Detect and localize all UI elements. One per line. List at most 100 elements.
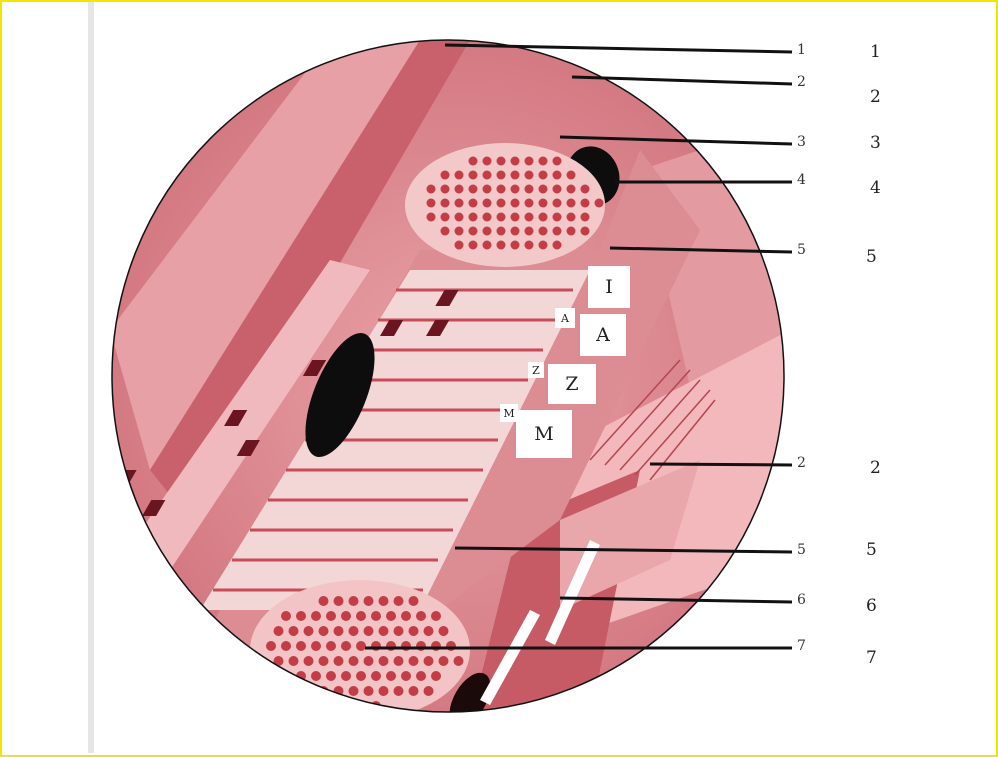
myofibril-dot bbox=[379, 596, 389, 606]
myofibril-dot bbox=[386, 611, 396, 621]
myofibril-dot bbox=[581, 199, 590, 208]
right-label-5: 5 bbox=[866, 247, 877, 267]
myofibril-dot bbox=[469, 157, 478, 166]
myofibril-dot bbox=[319, 656, 329, 666]
myofibril-dot bbox=[364, 596, 374, 606]
myofibril-dot bbox=[581, 213, 590, 222]
leader-label-5b: 5 bbox=[797, 542, 806, 558]
leader-label-7: 7 bbox=[797, 638, 806, 654]
myofibril-dot bbox=[334, 596, 344, 606]
myofibril-dot bbox=[431, 611, 441, 621]
myofibril-dot bbox=[525, 213, 534, 222]
myofibril-dot bbox=[441, 199, 450, 208]
myofibril-dot bbox=[266, 641, 276, 651]
myofibril-dot bbox=[553, 213, 562, 222]
myofibril-dot bbox=[326, 641, 336, 651]
myofibril-dot bbox=[539, 199, 548, 208]
myofibril-dot bbox=[497, 241, 506, 250]
myofibril-dot bbox=[511, 171, 520, 180]
myofibril-dot bbox=[539, 185, 548, 194]
myofibril-dot bbox=[364, 686, 374, 696]
myofibril-dot bbox=[455, 227, 464, 236]
myofibril-dot bbox=[441, 185, 450, 194]
myofibril-dot bbox=[511, 185, 520, 194]
myofibril-dot bbox=[455, 185, 464, 194]
myofibril-dot bbox=[304, 626, 314, 636]
myofibril-dot bbox=[334, 626, 344, 636]
myofibril-dot bbox=[356, 701, 366, 711]
myofibril-dot bbox=[281, 641, 291, 651]
myofibril-dot bbox=[553, 185, 562, 194]
myofibril-dot bbox=[431, 671, 441, 681]
myofibril-dot bbox=[379, 626, 389, 636]
right-label-4: 4 bbox=[870, 178, 881, 198]
myofibril-dot bbox=[371, 701, 381, 711]
myofibril-dot bbox=[511, 213, 520, 222]
band-label-m: M bbox=[516, 410, 572, 458]
myofibril-dot bbox=[567, 171, 576, 180]
band-label-a: A bbox=[580, 314, 626, 356]
myofibril-dot bbox=[326, 701, 336, 711]
myofibril-dot bbox=[441, 213, 450, 222]
right-label-1: 1 bbox=[870, 42, 881, 62]
myofibril-dot bbox=[364, 626, 374, 636]
band-label-a-small: A bbox=[555, 308, 575, 328]
myofibril-dot bbox=[349, 596, 359, 606]
right-label-7: 7 bbox=[866, 648, 877, 668]
myofibril-dot bbox=[469, 171, 478, 180]
myofibril-dot bbox=[341, 671, 351, 681]
myofibril-dot bbox=[525, 171, 534, 180]
myofibril-dot bbox=[356, 641, 366, 651]
myofibril-dot bbox=[483, 241, 492, 250]
myofibril-dot bbox=[483, 213, 492, 222]
myofibril-dot bbox=[311, 671, 321, 681]
myofibril-dot bbox=[319, 596, 329, 606]
myofibril-dot bbox=[341, 611, 351, 621]
myofibril-dot bbox=[455, 213, 464, 222]
myofibril-dot bbox=[416, 671, 426, 681]
myofibril-dot bbox=[424, 656, 434, 666]
myofibril-dot bbox=[427, 199, 436, 208]
leader-label-6: 6 bbox=[797, 592, 806, 608]
myofibril-dot bbox=[497, 199, 506, 208]
myofibril-dot bbox=[525, 199, 534, 208]
myofibril-dot bbox=[497, 171, 506, 180]
myofibril-dot bbox=[424, 626, 434, 636]
myofibril-dot bbox=[439, 626, 449, 636]
right-label-2: 2 bbox=[870, 87, 881, 107]
myofibril-dot bbox=[296, 611, 306, 621]
myofibril-dot bbox=[416, 611, 426, 621]
myofibril-dot bbox=[553, 171, 562, 180]
myofibril-dot bbox=[469, 185, 478, 194]
myofibril-dot bbox=[539, 171, 548, 180]
myofibril-dot bbox=[483, 157, 492, 166]
myofibril-dot bbox=[441, 227, 450, 236]
band-label-z-small: Z bbox=[528, 362, 544, 378]
myofibril-dot bbox=[371, 611, 381, 621]
myofibril-dot bbox=[525, 157, 534, 166]
myofibril-dot bbox=[386, 671, 396, 681]
myofibril-dot bbox=[567, 185, 576, 194]
myofibril-dot bbox=[539, 157, 548, 166]
myofibril-dot bbox=[553, 241, 562, 250]
myofibril-dot bbox=[379, 686, 389, 696]
band-label-i: I bbox=[588, 266, 630, 308]
leader-line-6 bbox=[650, 464, 792, 465]
myofibril-dot bbox=[525, 185, 534, 194]
myofibril-dot bbox=[454, 656, 464, 666]
myofibril-dot bbox=[567, 213, 576, 222]
leader-label-2: 2 bbox=[797, 74, 806, 90]
myofibril-dot bbox=[539, 213, 548, 222]
myofibril-dot bbox=[511, 157, 520, 166]
myofibril-dot bbox=[394, 626, 404, 636]
myofibril-dot bbox=[304, 656, 314, 666]
right-label-5b: 5 bbox=[866, 540, 877, 560]
myofibril-dot bbox=[394, 596, 404, 606]
myofibril-dot bbox=[409, 686, 419, 696]
myofibril-dot bbox=[595, 199, 604, 208]
myofibril-dot bbox=[424, 686, 434, 696]
myofibril-dot bbox=[326, 671, 336, 681]
right-label-2b: 2 bbox=[870, 458, 881, 478]
myofibril-dot bbox=[539, 241, 548, 250]
